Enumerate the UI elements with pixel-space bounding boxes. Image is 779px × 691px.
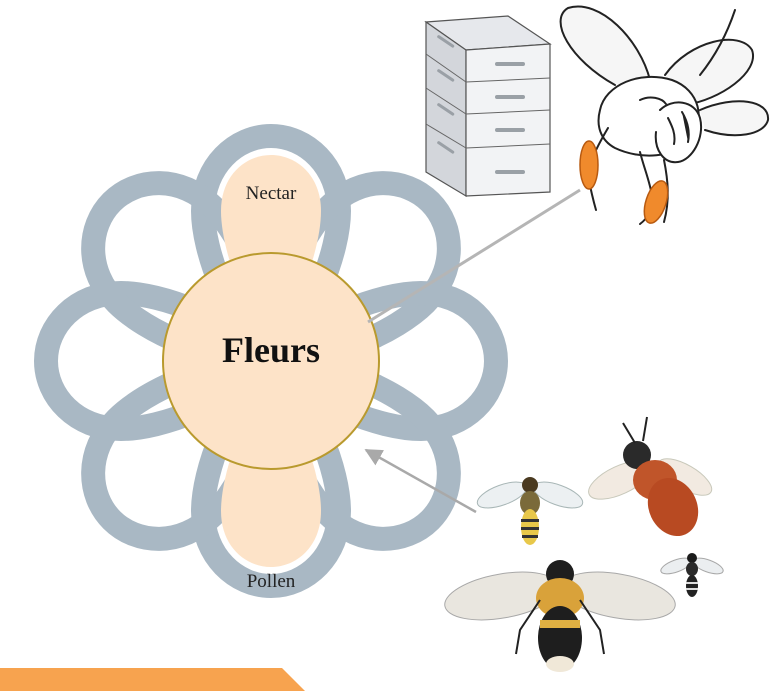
wild-bee-bumblebee [441,560,679,672]
bottom-accent-bar [0,668,305,691]
nectar-label: Nectar [246,183,297,204]
wild-bee-red [583,417,717,544]
pollen-label: Pollen [247,571,296,592]
wild-bee-tiny-dark [659,553,725,597]
pollen-basket-left [580,141,598,189]
honeybee-illustration [561,7,769,227]
beehive-illustration [426,16,550,196]
wild-bee-small-striped [474,477,586,545]
wild-bees-illustration [441,417,725,672]
center-label: Fleurs [222,330,320,370]
